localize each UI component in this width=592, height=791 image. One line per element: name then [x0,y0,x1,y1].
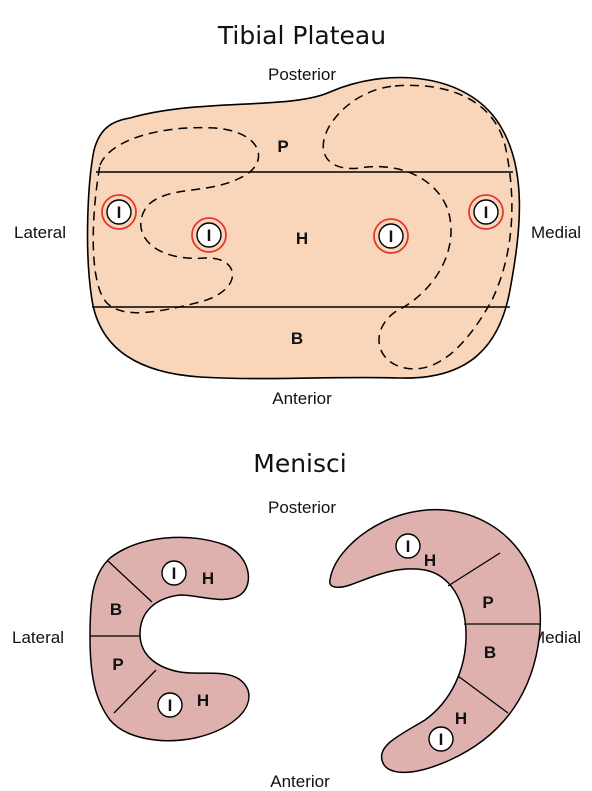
tibial-plateau-title: Tibial Plateau [217,21,386,50]
insertion-marker-medial-inner: I [374,219,408,253]
menisci-lateral-label: Lateral [12,628,64,647]
lateral-meniscus: I H B P I H [90,537,249,740]
menisci-posterior-label: Posterior [268,498,336,517]
tibial-anterior-label: Anterior [272,389,332,408]
medial-meniscus-h-bottom: H [455,709,467,728]
insertion-label: I [406,537,411,556]
lateral-meniscus-h-bottom: H [197,691,209,710]
tibial-lateral-label: Lateral [14,223,66,242]
tibial-plateau-figure: Tibial Plateau Posterior Lateral Medial … [14,21,581,408]
insertion-marker-medial-outer: I [469,195,503,229]
insertion-label: I [168,696,173,715]
insertion-marker-lateral-outer: I [102,195,136,229]
insertion-marker-lateral-meniscus-top: I [162,561,186,585]
insertion-label: I [172,564,177,583]
tibial-medial-label: Medial [531,223,581,242]
medial-meniscus-b: B [484,643,496,662]
tibial-posterior-label: Posterior [268,65,336,84]
menisci-anterior-label: Anterior [270,772,330,791]
lateral-meniscus-h-top: H [202,569,214,588]
tibial-zone-p-label: P [277,137,288,156]
insertion-marker-lateral-meniscus-bottom: I [158,693,182,717]
tibial-zone-b-label: B [291,329,303,348]
insertion-label: I [389,227,394,246]
menisci-title: Menisci [253,449,346,478]
insertion-marker-medial-meniscus-top: I [396,534,420,558]
insertion-label: I [207,226,212,245]
insertion-label: I [484,203,489,222]
lateral-meniscus-b: B [110,600,122,619]
tibial-zone-h-label: H [296,229,308,248]
medial-meniscus-h-top: H [424,551,436,570]
medial-meniscus-p: P [482,593,493,612]
insertion-marker-medial-meniscus-bottom: I [429,727,453,751]
insertion-label: I [439,730,444,749]
lateral-meniscus-p: P [112,655,123,674]
insertion-marker-lateral-inner: I [192,218,226,252]
insertion-label: I [117,203,122,222]
medial-meniscus: I H P B H I [330,510,541,773]
menisci-figure: Menisci Posterior Lateral Medial Anterio… [12,449,581,791]
